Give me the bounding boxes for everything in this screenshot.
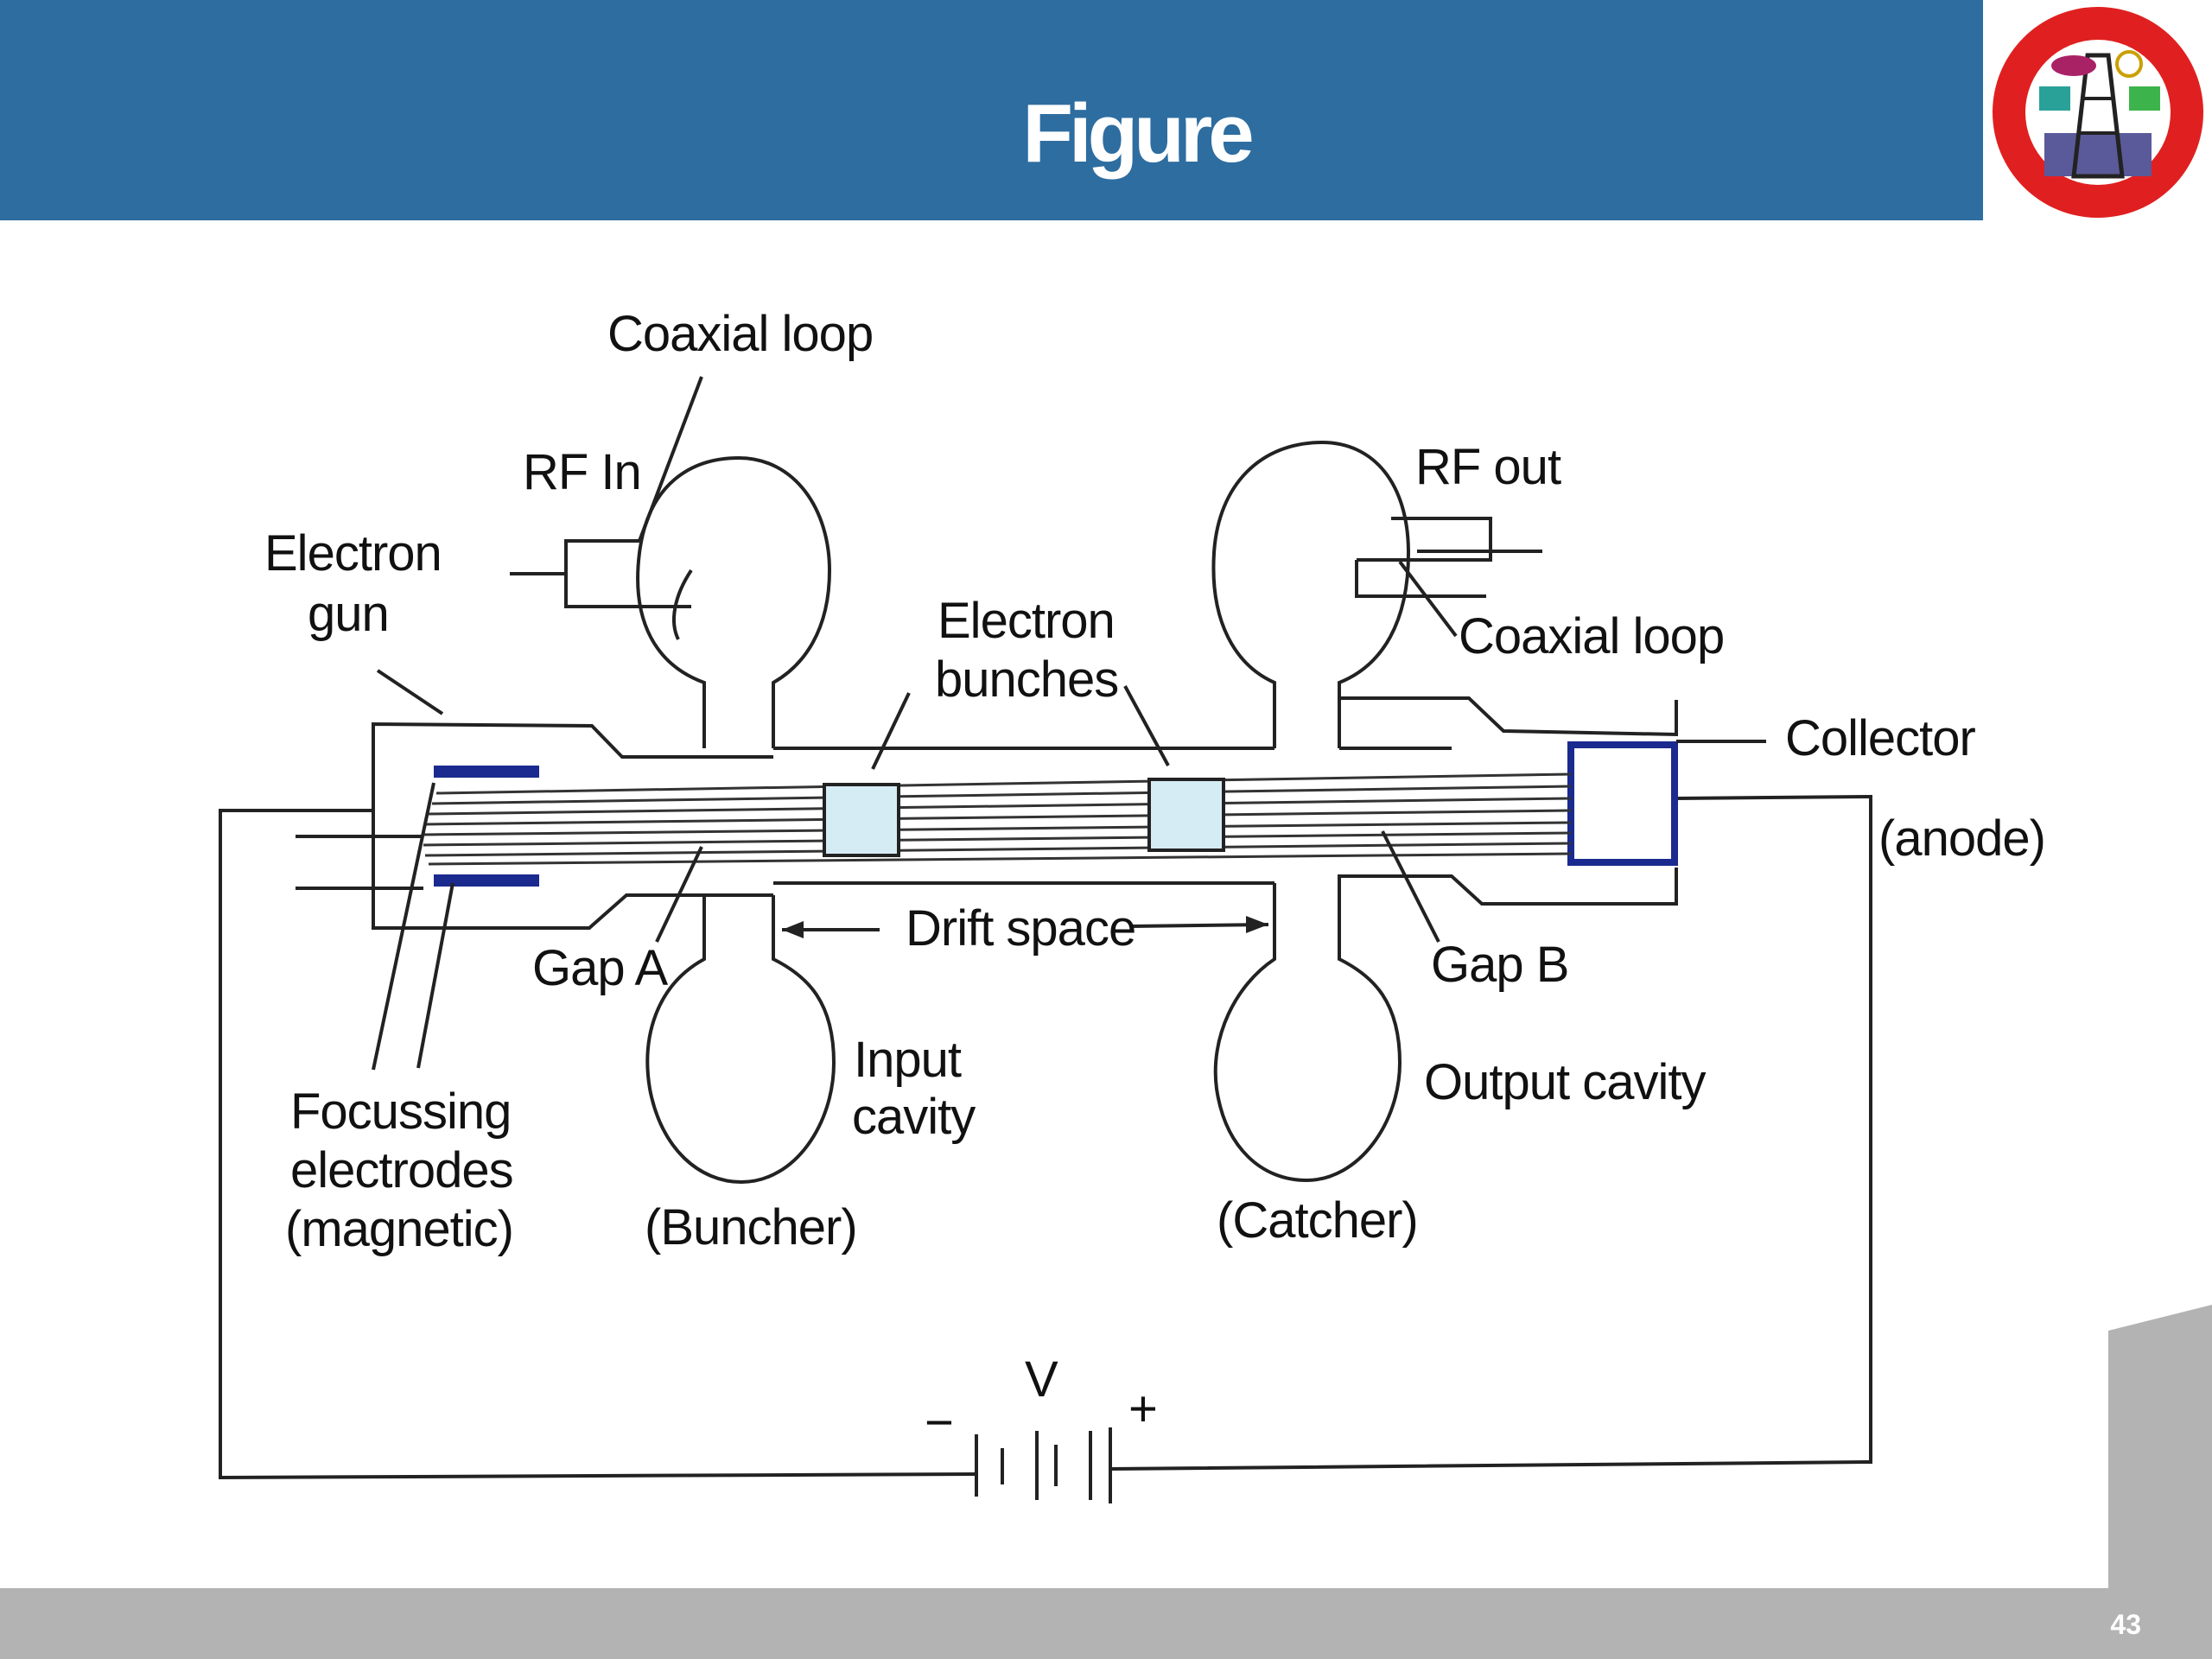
slide-header: [0, 0, 1983, 220]
leader-bunch-1: [871, 692, 911, 770]
electron-beam: [423, 772, 1572, 866]
label-focussing-2: electrodes: [290, 1142, 513, 1198]
corner-decoration: [2108, 1305, 2212, 1590]
label-rf-out: RF out: [1415, 439, 1561, 495]
slide-title: Figure: [1022, 87, 1254, 180]
leader-gap-a: [655, 846, 703, 943]
label-electron-gun-1: Electron: [264, 525, 442, 582]
label-input-cavity-2: cavity: [852, 1089, 976, 1145]
label-output-cavity: Output cavity: [1424, 1054, 1706, 1110]
label-collector: Collector: [1785, 710, 1976, 766]
slide-footer-bar: [0, 1588, 2212, 1659]
electron-bunch: [823, 783, 900, 857]
label-coaxial-loop-out: Coaxial loop: [1459, 608, 1724, 664]
label-focussing-1: Focussing: [290, 1084, 511, 1140]
label-minus: −: [925, 1395, 953, 1451]
label-gap-a: Gap A: [532, 940, 669, 996]
electron-bunch: [1147, 778, 1225, 852]
leader-focus-1: [372, 782, 435, 1071]
input-cavity: [636, 455, 836, 1185]
label-catcher: (Catcher): [1217, 1192, 1418, 1249]
page-number: 43: [2110, 1609, 2141, 1640]
collector-electrode: [1567, 741, 1678, 866]
label-anode: (anode): [1878, 810, 2045, 867]
label-gap-b: Gap B: [1431, 937, 1568, 993]
institute-logo: [1993, 7, 2203, 218]
label-plus: +: [1128, 1381, 1157, 1437]
label-rf-in: RF In: [523, 444, 641, 500]
circuit-wire-left: [219, 809, 977, 1480]
leader-gap-b: [1381, 830, 1440, 943]
battery-symbol: [975, 1427, 1112, 1503]
leader-bunch-2: [1123, 685, 1170, 766]
label-input-cavity-1: Input: [854, 1032, 962, 1088]
label-voltage: V: [1025, 1351, 1058, 1408]
gun-housing: [372, 721, 704, 930]
leader-electron-gun: [376, 669, 444, 715]
label-focussing-3: (magnetic): [285, 1201, 513, 1257]
label-electron-bunches-1: Electron: [938, 593, 1115, 649]
focus-electrode-bottom: [434, 874, 539, 887]
label-drift-space: Drift space: [906, 900, 1135, 957]
circuit-wire-right: [1109, 794, 1872, 1471]
label-coaxial-loop-in: Coaxial loop: [607, 306, 873, 362]
leader-focus-2: [416, 882, 454, 1069]
label-electron-bunches-2: bunches: [935, 652, 1118, 708]
label-electron-gun-2: gun: [308, 586, 389, 642]
label-buncher: (Buncher): [645, 1199, 857, 1255]
focus-electrode-top: [434, 766, 539, 778]
output-cavity: [1211, 440, 1411, 1183]
